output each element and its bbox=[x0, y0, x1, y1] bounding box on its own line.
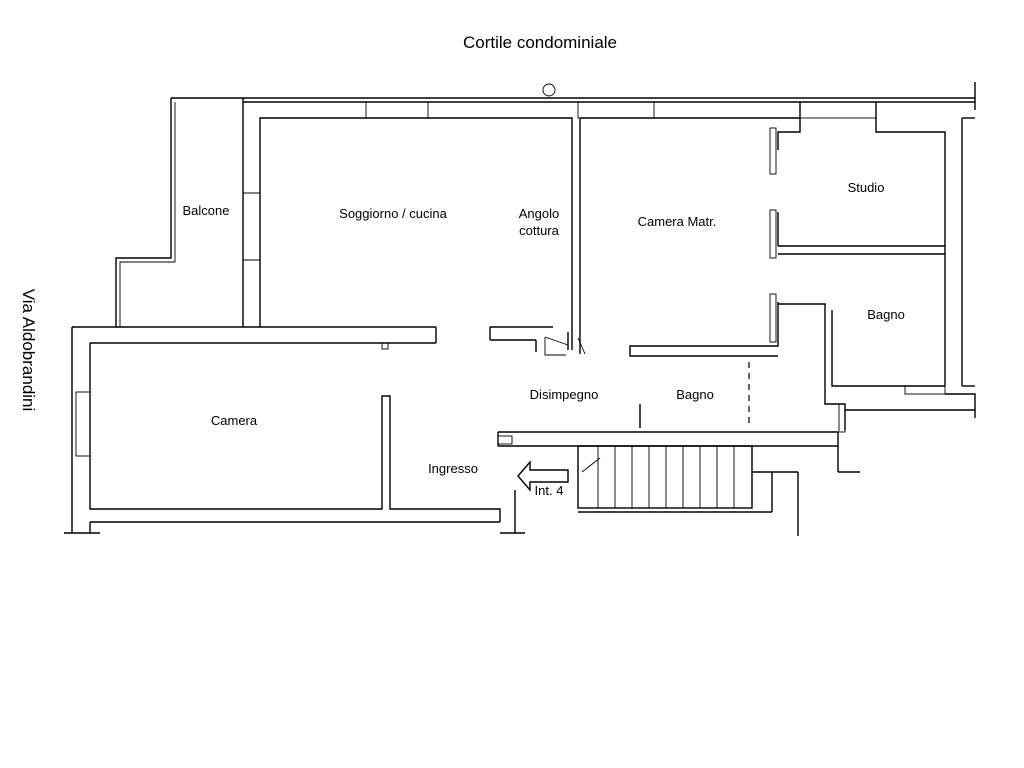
apartment-number-label: Int. 4 bbox=[535, 483, 564, 498]
master-bedroom-walls bbox=[579, 102, 945, 357]
balcony-outline bbox=[115, 98, 260, 328]
column-marker bbox=[542, 83, 556, 97]
room-label-bagno-small: Bagno bbox=[676, 387, 714, 402]
room-label-bagno-main: Bagno bbox=[867, 307, 905, 322]
room-label-camera: Camera bbox=[211, 413, 258, 428]
room-label-camera-matrimoniale: Camera Matr. bbox=[638, 214, 717, 229]
bedroom-walls bbox=[64, 326, 525, 534]
room-label-balcone: Balcone bbox=[183, 203, 230, 218]
staircase bbox=[577, 445, 799, 536]
living-kitchen-walls bbox=[259, 117, 586, 356]
room-label-studio: Studio bbox=[848, 180, 885, 195]
bathroom-main-walls bbox=[778, 303, 976, 433]
room-label-soggiorno: Soggiorno / cucina bbox=[339, 206, 447, 221]
hallway-walls bbox=[497, 404, 860, 473]
room-label-angolo-cottura-line2: cottura bbox=[519, 223, 560, 238]
room-label-angolo-cottura-line1: Angolo bbox=[519, 206, 559, 221]
entrance-arrow bbox=[517, 460, 569, 492]
room-label-ingresso: Ingresso bbox=[428, 461, 478, 476]
courtyard-label: Cortile condominiale bbox=[463, 33, 617, 52]
study-walls bbox=[875, 102, 975, 386]
room-label-disimpegno: Disimpegno bbox=[530, 387, 599, 402]
street-label: Via Aldobrandini bbox=[19, 289, 38, 412]
exterior-wall-top bbox=[171, 82, 976, 119]
